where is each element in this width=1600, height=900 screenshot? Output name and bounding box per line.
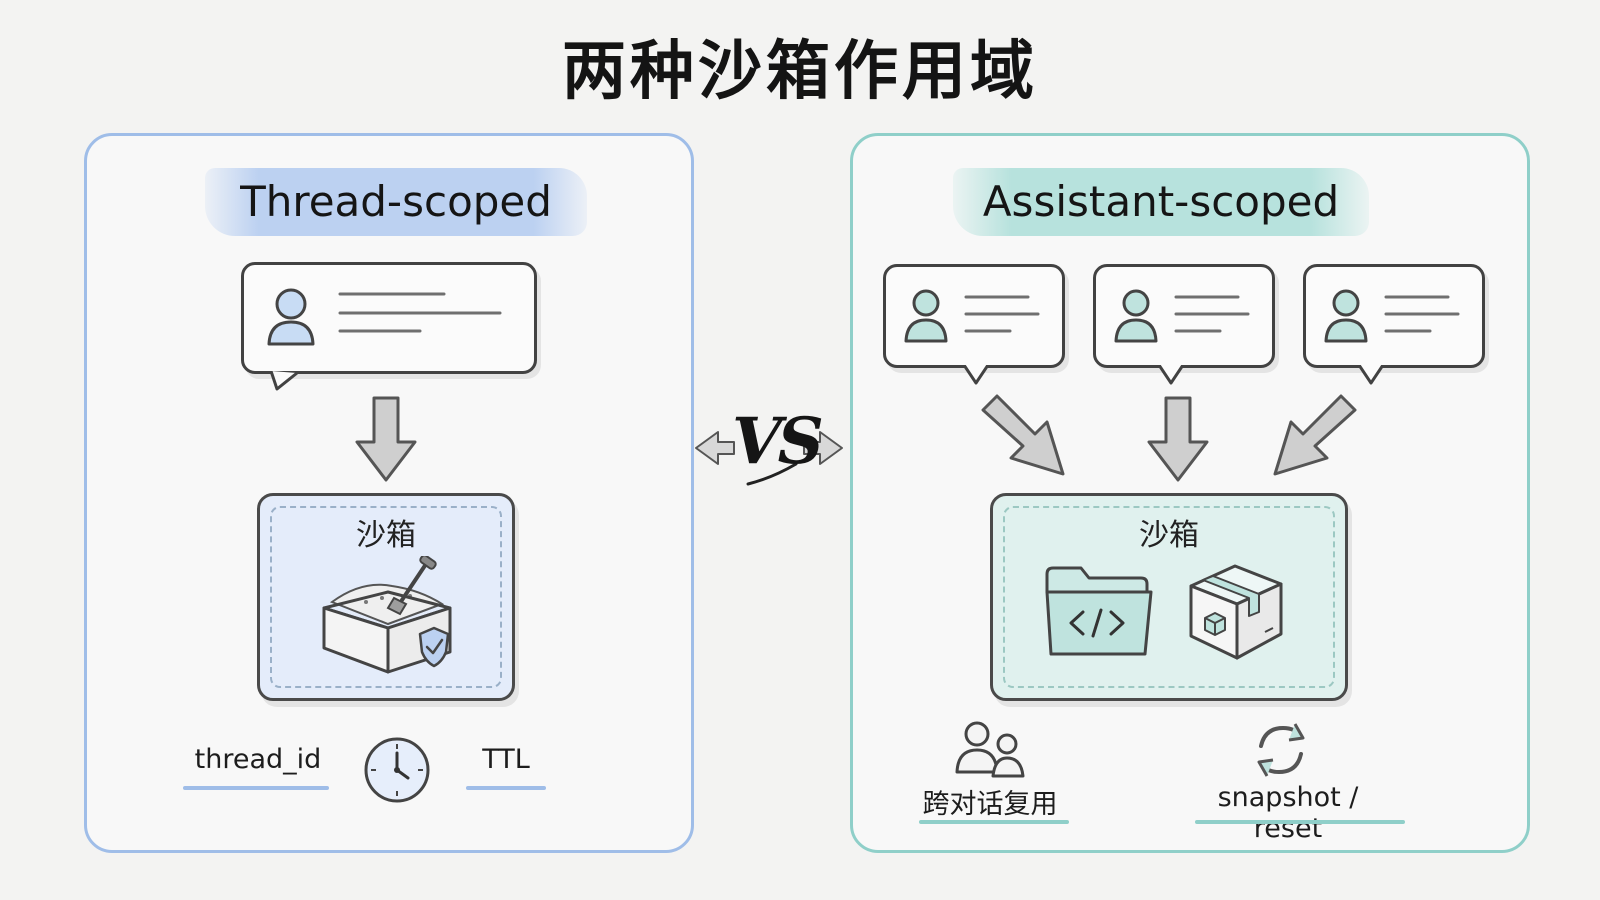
thread-sandbox: 沙箱 [257,493,515,701]
shield-check-icon [418,626,450,668]
user-icon [904,289,1040,343]
diagonal-arrow-icon [1273,394,1357,476]
user-icon [1114,289,1250,343]
diagonal-arrow-icon [981,394,1065,476]
chat-bubble-tail [269,371,298,391]
user-icon [1324,289,1460,343]
thread-scoped-panel: Thread-scoped 沙箱 [84,133,694,853]
cross-conversation-reuse-label: 跨对话复用 [922,789,1058,820]
chat-bubble-tail [1357,365,1385,385]
clock-icon [364,737,430,803]
code-folder-icon [1045,566,1153,656]
chat-bubble-tail [962,365,990,385]
ttl-underline [466,786,546,790]
assistant-scoped-heading: Assistant-scoped [953,168,1369,236]
assistant-chat-card-3 [1303,264,1485,368]
assistant-sandbox-label: 沙箱 [1139,518,1199,553]
sandbox-dashed-border [270,506,502,688]
down-arrow-icon [1147,396,1209,482]
down-arrow-icon [355,396,417,482]
double-arrow-icon [695,431,843,486]
assistant-sandbox: 沙箱 [990,493,1348,701]
ttl-label: TTL [482,744,530,775]
thread-id-underline [183,786,329,790]
chat-bubble-tail [1157,365,1185,385]
sandbox-box-icon [322,556,452,674]
users-icon [955,721,1025,778]
sandbox-dashed-border [1003,506,1335,688]
assistant-chat-card-1 [883,264,1065,368]
assistant-chat-card-2 [1093,264,1275,368]
vs-comparison: VS [694,398,844,498]
snapshot-reset-label: snapshot / reset [1217,782,1359,844]
user-icon [267,288,502,346]
assistant-scoped-panel: Assistant-scoped [850,133,1530,853]
snapshot-reset-underline [1195,820,1405,824]
vs-label: VS [732,404,824,479]
thread-sandbox-label: 沙箱 [356,518,416,553]
package-box-icon [1189,564,1283,660]
thread-chat-card [241,262,537,374]
thread-scoped-heading: Thread-scoped [205,168,587,236]
page-title: 两种沙箱作用域 [562,35,1038,109]
shovel-icon [386,556,437,616]
thread-id-label: thread_id [194,744,322,775]
refresh-icon [1257,723,1305,777]
reuse-underline [919,820,1069,824]
